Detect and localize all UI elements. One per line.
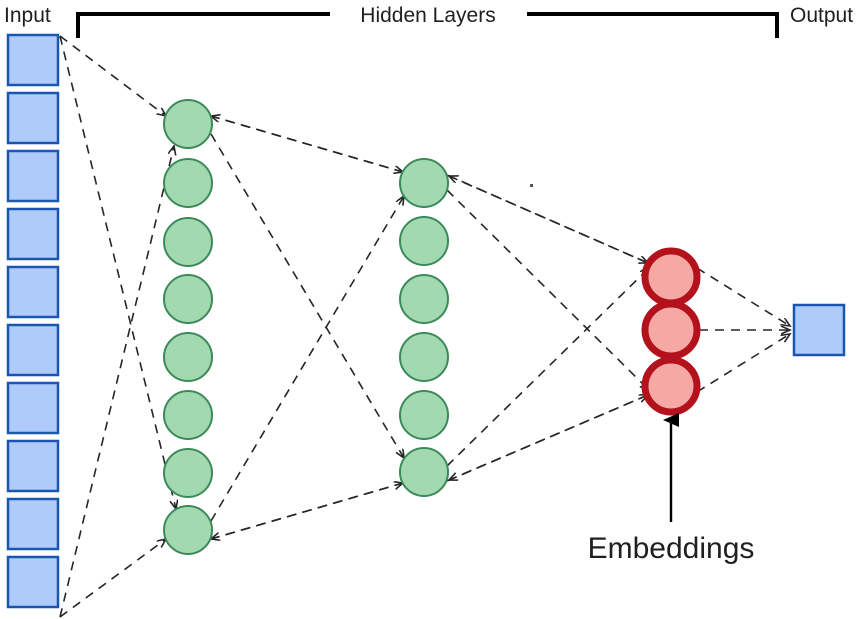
input-label: Input [4,4,51,27]
embeddings-annotation-label: Embeddings [588,532,755,565]
embedding-node[interactable] [641,300,701,360]
input-node[interactable] [6,33,60,87]
hidden-layer-2 [399,158,449,497]
hidden-node[interactable] [163,448,213,498]
bracket-left-segment [76,12,330,38]
output-node[interactable] [792,303,846,357]
hidden-node[interactable] [163,332,213,382]
hidden-node[interactable] [399,274,449,324]
connections-hidden2-to-embeddings [446,174,649,482]
hidden-node[interactable] [399,390,449,440]
output-label: Output [790,4,853,27]
hidden-node[interactable] [163,505,213,555]
hidden-layers-label: Hidden Layers [360,4,495,27]
hidden-node[interactable] [163,390,213,440]
connections-hidden1-to-hidden2 [211,116,404,539]
input-node[interactable] [6,381,60,435]
connection-line [696,267,790,326]
connection-line [59,35,166,116]
connection-line [59,539,166,618]
hidden-node[interactable] [163,217,213,267]
embedding-layer [641,247,701,416]
connection-line [211,482,404,539]
connection-line [446,189,649,390]
input-node[interactable] [6,91,60,145]
embeddings-annotation: Embeddings [588,413,755,565]
hidden-node[interactable] [163,158,213,208]
input-node[interactable] [6,149,60,203]
connection-line [210,196,404,522]
connection-line [59,146,174,618]
hidden-node[interactable] [399,332,449,382]
input-node[interactable] [6,439,60,493]
hidden-node[interactable] [399,216,449,266]
input-node[interactable] [6,555,60,609]
connection-line [449,394,649,480]
hidden-node[interactable] [163,274,213,324]
connections-embeddings-to-output [696,267,790,393]
embedding-node[interactable] [641,356,701,416]
connection-line [449,176,649,264]
connection-line [211,116,404,173]
hidden-node[interactable] [399,158,449,208]
connection-line [446,268,649,467]
hidden-layer-1 [163,99,213,555]
input-node[interactable] [6,207,60,261]
embedding-node[interactable] [641,247,701,307]
connection-line [210,133,404,458]
connections-input-to-hidden1 [59,35,176,618]
connection-line [696,334,790,393]
output-layer [792,303,846,357]
bracket-right-segment [527,12,779,38]
connection-line [59,35,176,509]
render-speck [530,184,533,187]
hidden-layers-bracket [76,12,779,38]
hidden-node[interactable] [399,447,449,497]
input-node[interactable] [6,265,60,319]
input-node[interactable] [6,323,60,377]
hidden-node[interactable] [163,99,213,149]
input-layer [6,33,60,609]
input-node[interactable] [6,497,60,551]
